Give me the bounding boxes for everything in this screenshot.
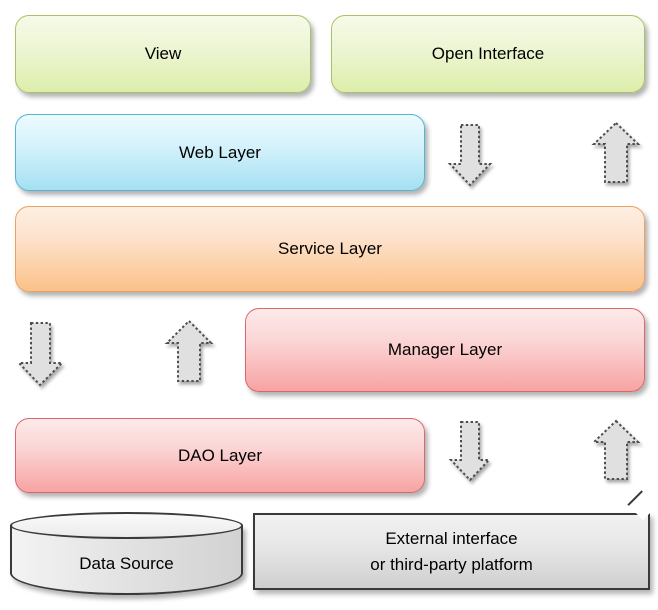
arrow-down-icon [447,124,493,187]
folded-corner-icon [627,490,658,521]
box-open-interface[interactable]: Open Interface [331,15,645,93]
box-web-layer[interactable]: Web Layer [15,114,425,191]
box-manager-layer[interactable]: Manager Layer [245,308,645,392]
shape-external-interface[interactable]: External interface or third-party platfo… [253,490,658,590]
arrow-up-icon [591,121,641,183]
external-interface-line1: External interface [385,528,518,548]
data-source-label: Data Source [79,553,174,573]
box-dao-layer[interactable]: DAO Layer [15,418,425,493]
box-service-layer[interactable]: Service Layer [15,206,645,292]
arrow-down-icon [16,322,65,387]
arrow-down-icon [448,421,492,482]
arrow-down-web [447,122,493,188]
external-interface-line2: or third-party platform [370,554,533,574]
arrow-up-service [163,318,215,386]
box-dao-layer-label: DAO Layer [177,445,263,465]
arrow-up-dao [590,418,642,482]
arrow-up-web [590,120,642,186]
arrow-up-icon [591,419,641,480]
arrow-up-icon [164,319,214,382]
box-service-layer-label: Service Layer [278,239,382,259]
arrow-down-dao [448,419,492,483]
shape-data-source[interactable]: Data Source [10,512,243,595]
box-view[interactable]: View [15,15,311,93]
box-manager-layer-label: Manager Layer [387,340,503,360]
arrow-down-service [16,320,66,388]
box-open-interface-label: Open Interface [431,44,545,64]
cylinder-top-ellipse [10,512,243,539]
box-web-layer-label: Web Layer [179,142,261,162]
box-view-label: View [144,44,182,64]
